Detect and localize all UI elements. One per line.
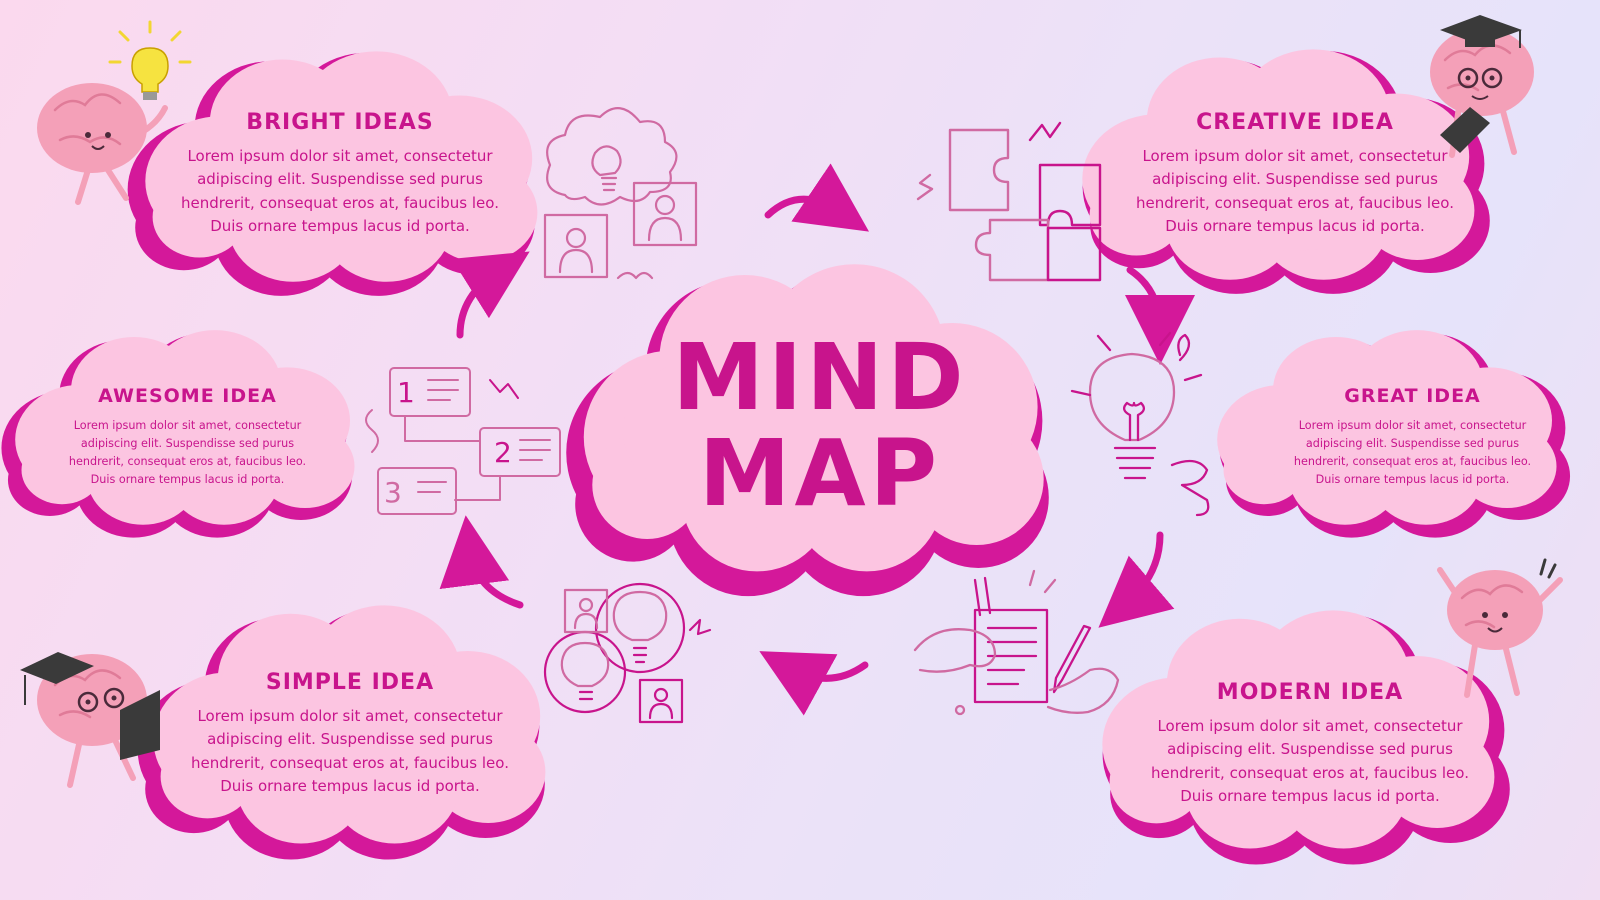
simple-idea-title: SIMPLE IDEA	[265, 670, 435, 695]
puzzle-icon	[916, 121, 1102, 282]
brainstorm-icon	[543, 107, 698, 280]
step-number-2: 2	[494, 436, 512, 469]
awesome-idea-title: AWESOME IDEA	[98, 385, 277, 407]
bright-ideas-title: BRIGHT IDEAS	[246, 110, 434, 135]
great-idea-text: GREAT IDEA Lorem ipsum dolor sit amet, c…	[1280, 385, 1545, 489]
brain-mascot-graduate-laptop	[1430, 15, 1534, 158]
great-idea-title: GREAT IDEA	[1344, 385, 1481, 407]
great-idea-body: Lorem ipsum dolor sit amet, consectetur …	[1293, 419, 1532, 486]
creative-idea-title: CREATIVE IDEA	[1196, 110, 1394, 135]
arrow-modern-to-simple	[759, 651, 869, 716]
simple-idea-body: Lorem ipsum dolor sit amet, consectetur …	[191, 707, 509, 795]
writing-hand-icon	[913, 569, 1120, 716]
title-line-map: MAP	[698, 420, 942, 527]
brain-mascot-lightbulb	[37, 20, 192, 205]
brain-mascot-graduate-book	[20, 652, 160, 788]
arrow-creative-to-great	[1124, 266, 1195, 365]
modern-idea-title: MODERN IDEA	[1216, 680, 1404, 705]
mind-map-title: MIND MAP	[620, 330, 1020, 522]
step-number-3: 3	[384, 476, 402, 509]
idea-bulbs-icon	[543, 582, 712, 724]
lightbulb-hand-icon	[1070, 331, 1210, 517]
arrow-awesome-to-bright	[451, 251, 530, 339]
title-line-mind: MIND	[672, 324, 968, 431]
numbered-steps-icon	[365, 367, 561, 515]
arrow-bright-to-creative	[764, 163, 870, 232]
step-number-1: 1	[397, 376, 415, 409]
brain-mascot-cheering	[1437, 558, 1563, 698]
bright-ideas-body: Lorem ipsum dolor sit amet, consectetur …	[181, 147, 499, 235]
arrow-simple-to-awesome	[439, 515, 524, 609]
modern-idea-text: MODERN IDEA Lorem ipsum dolor sit amet, …	[1150, 680, 1470, 808]
modern-idea-body: Lorem ipsum dolor sit amet, consectetur …	[1151, 717, 1469, 805]
awesome-idea-body: Lorem ipsum dolor sit amet, consectetur …	[68, 419, 307, 486]
awesome-idea-text: AWESOME IDEA Lorem ipsum dolor sit amet,…	[55, 385, 320, 489]
arrow-great-to-modern	[1098, 531, 1175, 628]
creative-idea-text: CREATIVE IDEA Lorem ipsum dolor sit amet…	[1135, 110, 1455, 238]
bright-ideas-text: BRIGHT IDEAS Lorem ipsum dolor sit amet,…	[180, 110, 500, 238]
simple-idea-text: SIMPLE IDEA Lorem ipsum dolor sit amet, …	[190, 670, 510, 798]
creative-idea-body: Lorem ipsum dolor sit amet, consectetur …	[1136, 147, 1454, 235]
